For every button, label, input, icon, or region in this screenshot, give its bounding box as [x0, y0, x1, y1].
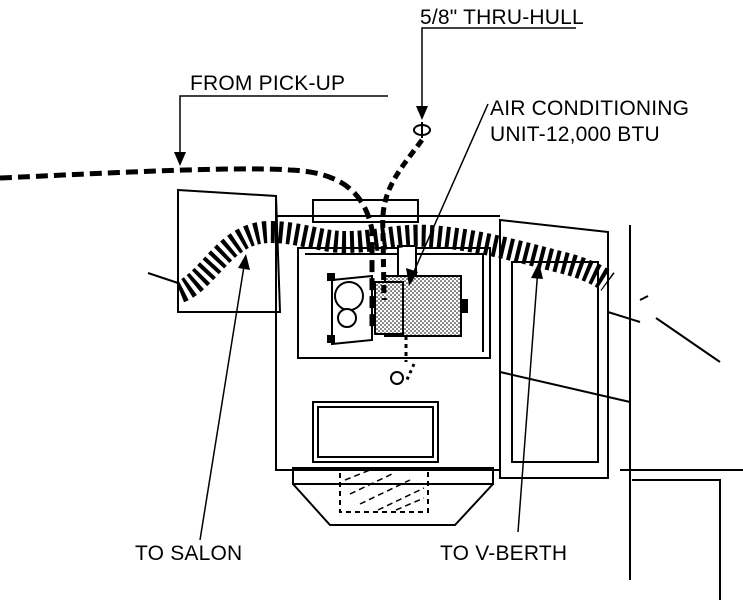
condensate-drain [390, 336, 416, 385]
supply-air-duct [175, 220, 615, 303]
ac-unit-label-line2: UNIT-12,000 BTU [490, 123, 660, 146]
leader-lines [179, 27, 576, 541]
from-pickup-label: FROM PICK-UP [190, 72, 346, 95]
thru-hull-fitting [413, 122, 431, 138]
arrowheads [174, 106, 543, 286]
ac-unit-label-line1: AIR CONDITIONING [490, 97, 690, 120]
to-vberth-label: TO V-BERTH [440, 542, 568, 565]
pickup-hose [0, 166, 375, 330]
cabinet-structure [147, 188, 743, 600]
ac-unit [327, 245, 468, 346]
to-salon-label: TO SALON [135, 542, 243, 565]
thru-hull-label: 5/8" THRU-HULL [420, 6, 584, 29]
thru-hull-hose [380, 138, 425, 301]
